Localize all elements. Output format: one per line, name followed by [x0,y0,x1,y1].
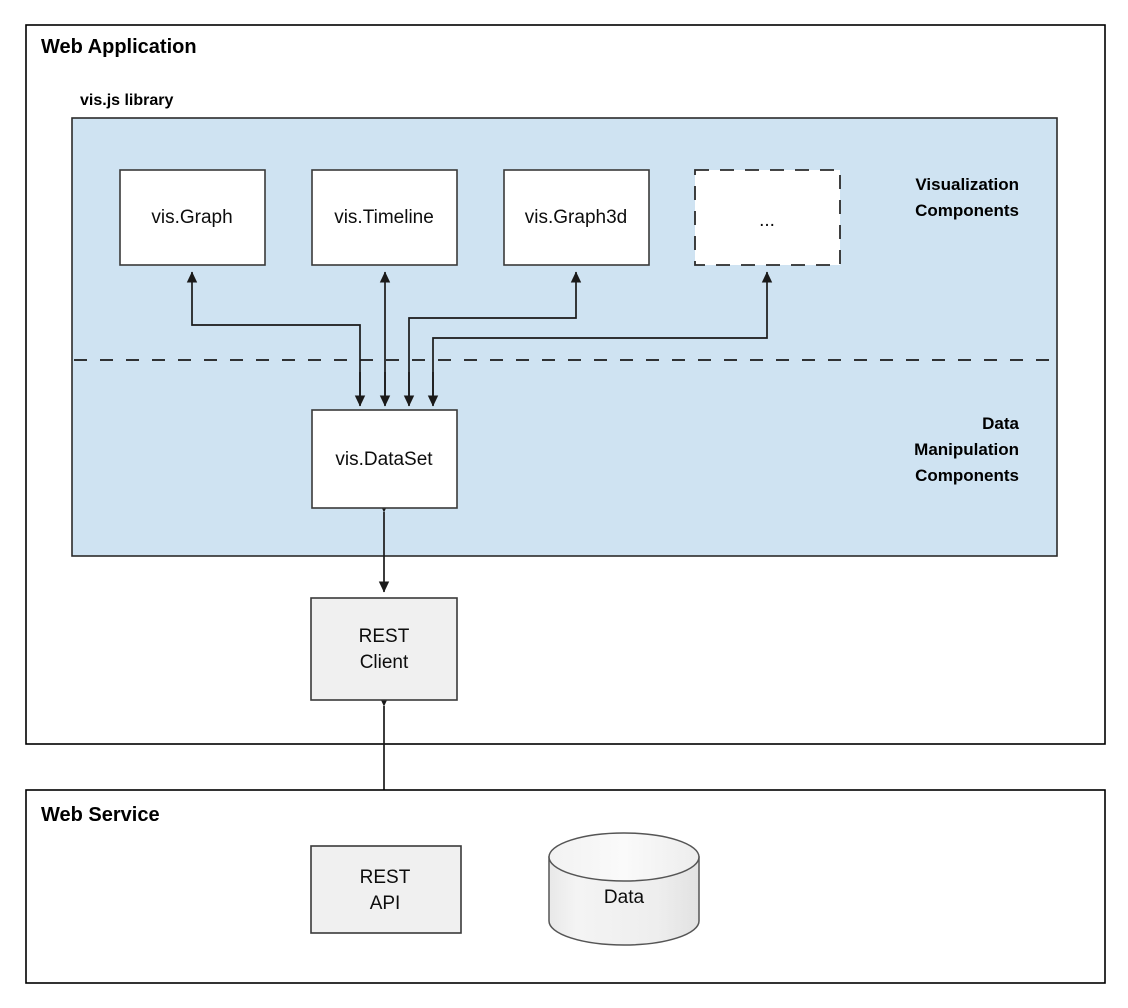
web-service-title: Web Service [41,804,160,826]
node-vis-graph[interactable]: vis.Graph [119,169,266,266]
data-manipulation-label-line3: Components [915,466,1019,485]
node-rest-client-label-line1: REST [359,626,410,647]
node-data-store[interactable]: Data [548,832,700,946]
edge-dataset-to-vis-graph [186,271,361,405]
node-more-components[interactable]: ... [694,169,841,266]
visualization-label-line1: Visualization [915,175,1019,194]
node-vis-dataset-label: vis.DataSet [335,449,433,470]
visualization-label-line2: Components [915,201,1019,220]
node-rest-api-label-line1: REST [360,867,411,888]
node-vis-timeline[interactable]: vis.Timeline [311,169,458,266]
node-more-components-label: ... [759,210,775,231]
node-rest-client[interactable]: REST Client [310,597,458,701]
node-vis-graph-label: vis.Graph [151,207,232,228]
node-rest-api-box[interactable] [310,845,462,934]
node-more-components-box[interactable] [694,169,841,266]
data-manipulation-label-line2: Manipulation [914,440,1019,459]
node-rest-client-box[interactable] [310,597,458,701]
data-cylinder-body[interactable] [548,856,700,946]
data-cylinder-top [548,832,700,882]
node-data-store-label: Data [604,887,645,908]
node-vis-dataset-box[interactable] [311,409,458,509]
node-vis-graph-box[interactable] [119,169,266,266]
node-rest-client-label-line2: Client [360,652,409,673]
node-vis-graph3d-label: vis.Graph3d [525,207,627,228]
edge-dataset-to-vis-graph3d [408,271,582,405]
node-vis-timeline-box[interactable] [311,169,458,266]
edge-dataset-to-more-components [432,271,773,405]
node-vis-graph3d-box[interactable] [503,169,650,266]
node-rest-api-label-line2: API [370,893,401,914]
node-rest-api[interactable]: REST API [310,845,462,934]
node-vis-timeline-label: vis.Timeline [334,207,434,228]
vis-js-library-title: vis.js library [80,92,173,109]
node-vis-graph3d[interactable]: vis.Graph3d [503,169,650,266]
node-vis-dataset[interactable]: vis.DataSet [311,409,458,509]
web-application-title: Web Application [41,36,197,58]
data-manipulation-components-label: Data Manipulation Components [914,414,1019,485]
visualization-components-label: Visualization Components [915,175,1019,220]
data-manipulation-label-line1: Data [982,414,1019,433]
